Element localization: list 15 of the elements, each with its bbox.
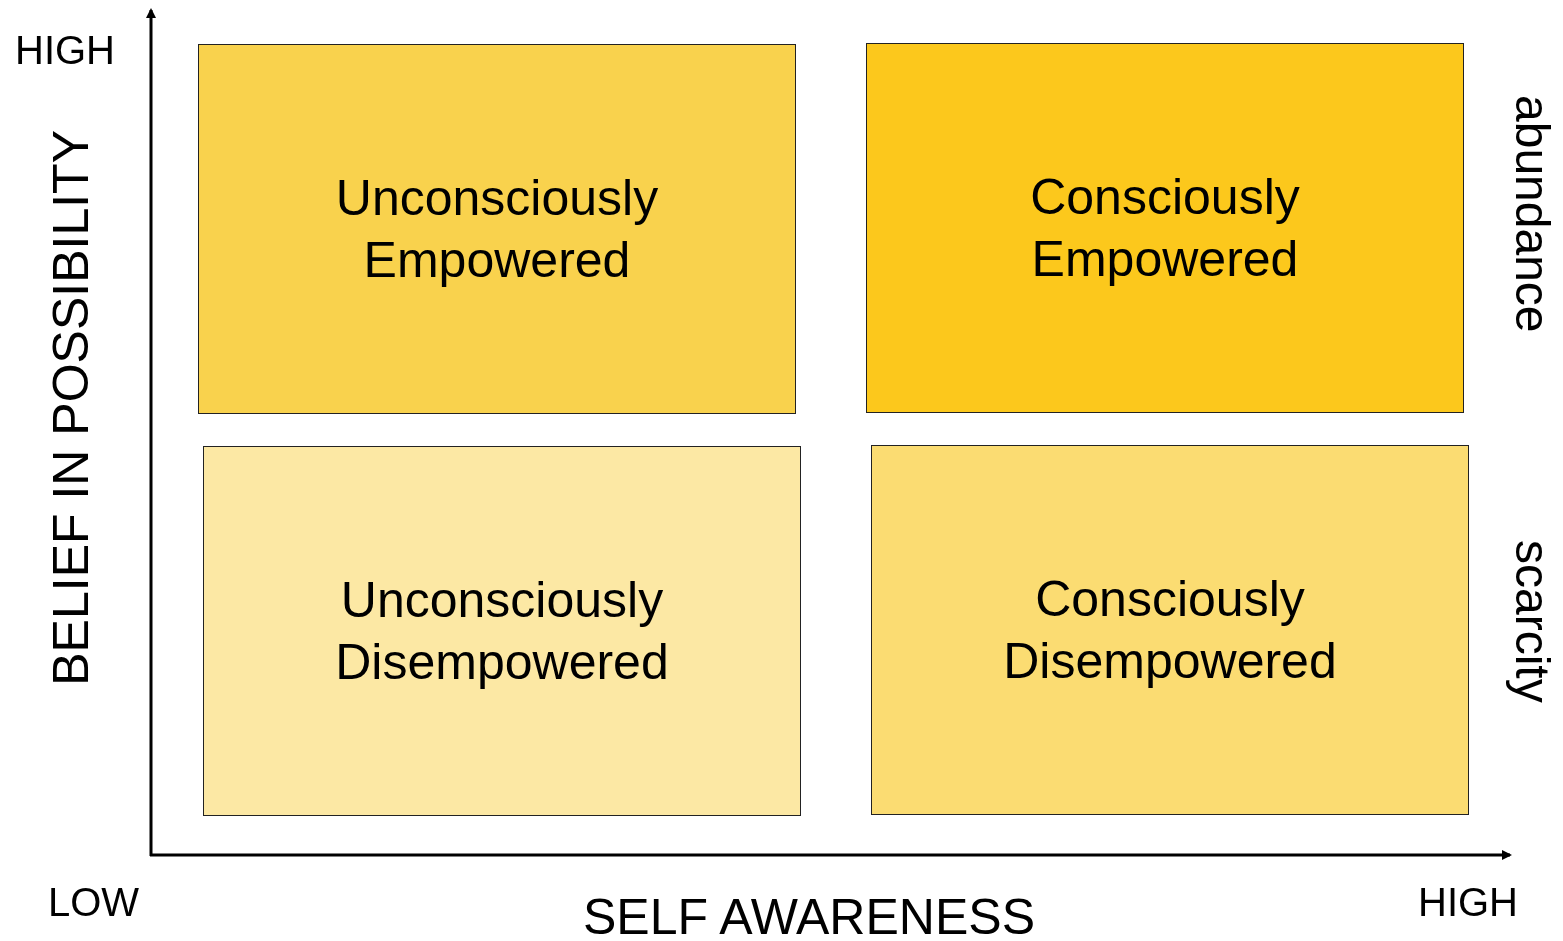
quadrant-label: Unconsciously Empowered: [334, 169, 660, 290]
quadrant-label: Consciously Empowered: [1029, 168, 1301, 289]
quadrant-box: [866, 43, 1464, 413]
side-label: scarcity: [1508, 540, 1556, 703]
quadrant-box: [203, 446, 801, 816]
quadrant-box: [871, 445, 1469, 815]
quadrant-label: Unconsciously Disempowered: [334, 571, 670, 692]
axis-high-label: HIGH: [15, 30, 115, 70]
side-label: abundance: [1508, 95, 1556, 333]
x-axis-title: SELF AWARENESS: [583, 892, 1035, 941]
axis-high-label: HIGH: [1418, 882, 1518, 922]
quadrant-box: [198, 44, 796, 414]
quadrant-label: Consciously Disempowered: [1002, 570, 1338, 691]
axis-low-label: LOW: [48, 882, 140, 922]
y-axis-title: BELIEF IN POSSIBILITY: [46, 130, 96, 686]
